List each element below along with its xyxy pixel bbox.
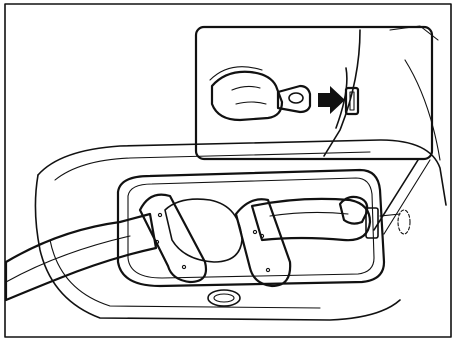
stowage-pocket	[118, 170, 384, 306]
direction-arrow	[318, 86, 345, 114]
seat-belt	[6, 195, 370, 300]
buckle-tongue	[340, 197, 410, 238]
detail-inset	[196, 27, 432, 159]
figure-border	[5, 4, 451, 337]
pocket-drain-hole	[208, 290, 240, 306]
